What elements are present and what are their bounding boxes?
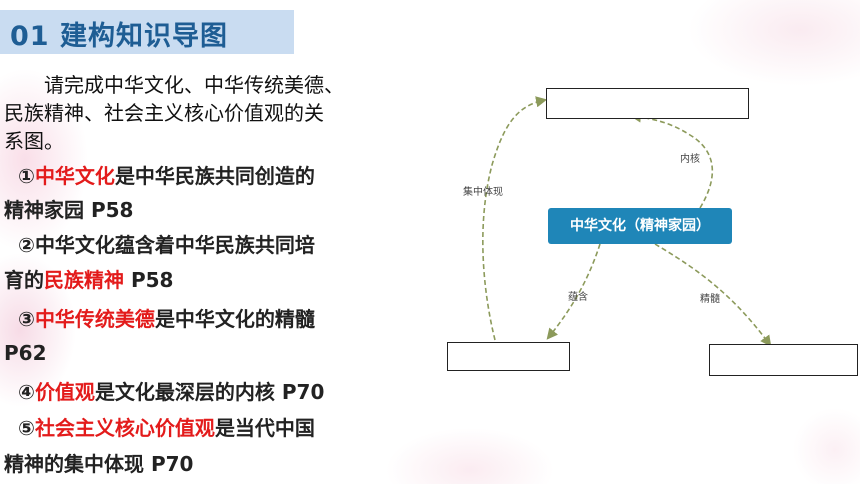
- point-5: ⑤社会主义核心价值观是当代中国: [4, 412, 315, 445]
- arrow-essence: [654, 243, 772, 347]
- point-4: ④价值观是文化最深层的内核 P70: [4, 376, 324, 409]
- point-text: P62: [4, 341, 47, 365]
- intro-paragraph: 请完成中华文化、中华传统美德、 民族精神、社会主义核心价值观的关 系图。: [4, 71, 434, 155]
- point-number: ①: [18, 164, 35, 188]
- point-number: ③: [18, 307, 35, 331]
- edge-label-core: 内核: [680, 154, 700, 165]
- point-text: 是当代中国: [214, 416, 315, 440]
- point-5-continued: 精神的集中体现 P70: [4, 448, 193, 481]
- point-text: 精神家园 P58: [4, 198, 134, 222]
- arrow-concentrated: [482, 96, 548, 341]
- blank-box-bottom-right: [709, 344, 858, 376]
- edge-label-contains: 蕴含: [568, 292, 588, 303]
- page-title: 01 建构知识导图: [10, 21, 228, 52]
- point-text: 中华文化蕴含着中华民族共同培: [34, 233, 315, 257]
- point-text: 是文化最深层的内核 P70: [94, 380, 325, 404]
- intro-line: 民族精神、社会主义核心价值观的关: [4, 101, 324, 125]
- point-3: ③中华传统美德是中华文化的精髓: [4, 303, 315, 336]
- point-highlight: 社会主义核心价值观: [34, 416, 215, 440]
- point-text: 是中华文化的精髓: [154, 307, 315, 331]
- center-node-chinese-culture: 中华文化（精神家园）: [548, 208, 732, 244]
- point-1: ①中华文化是中华民族共同创造的: [4, 160, 315, 193]
- title-bar: [0, 10, 294, 54]
- blank-box-top: [546, 88, 749, 119]
- point-number: ⑤: [18, 416, 35, 440]
- arrow-contains: [546, 243, 601, 340]
- point-number: ④: [18, 380, 35, 404]
- point-2: ②中华文化蕴含着中华民族共同培: [4, 229, 315, 262]
- edge-label-concentrated: 集中体现: [463, 187, 503, 198]
- point-text: 精神的集中体现 P70: [4, 452, 194, 476]
- point-highlight: 民族精神: [44, 268, 124, 292]
- point-text: 是中华民族共同创造的: [114, 164, 315, 188]
- arrow-core: [629, 111, 714, 209]
- point-1-continued: 精神家园 P58: [4, 194, 133, 227]
- point-text: P58: [124, 268, 174, 292]
- point-text: 育的: [4, 268, 44, 292]
- point-highlight: 价值观: [34, 380, 95, 404]
- intro-line: 系图。: [4, 129, 64, 153]
- point-3-continued: P62: [4, 337, 47, 370]
- point-highlight: 中华文化: [34, 164, 115, 188]
- point-highlight: 中华传统美德: [34, 307, 155, 331]
- intro-line: 请完成中华文化、中华传统美德、: [4, 73, 344, 97]
- edge-label-essence: 精髓: [700, 294, 720, 305]
- point-2-continued: 育的民族精神 P58: [4, 264, 173, 297]
- point-number: ②: [18, 233, 35, 257]
- blank-box-bottom-left: [447, 342, 570, 371]
